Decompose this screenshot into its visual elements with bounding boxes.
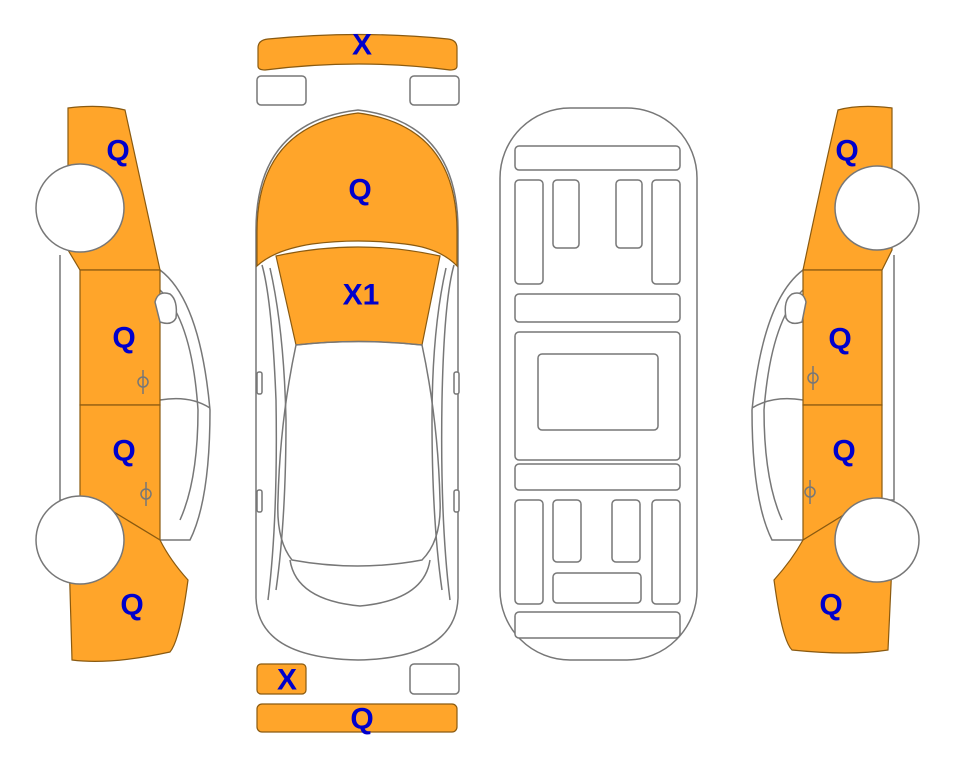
left-side-glass-inner [159, 289, 199, 521]
right-front-door-handle [807, 366, 819, 390]
underside-center-panel [537, 353, 659, 431]
left-mirror-rear [256, 489, 263, 513]
right-mirror [453, 371, 460, 395]
right-inner-line [431, 267, 447, 591]
underside-front-left-inner [552, 179, 580, 249]
underside-front-left-block [514, 179, 544, 285]
underside-front-bar [514, 145, 681, 171]
left-side-glass [159, 269, 211, 541]
front-bumper-panel[interactable] [257, 33, 458, 71]
front-right-light[interactable] [409, 75, 460, 106]
underside-front-right-inner [615, 179, 643, 249]
left-mirror-shape [154, 292, 178, 325]
right-side-window-line [751, 397, 804, 409]
rear-right-light[interactable] [409, 663, 460, 695]
underside-middle-bar [514, 293, 681, 323]
underside-view-car [499, 107, 698, 661]
left-front-door-handle [137, 370, 149, 394]
top-view-car: X Q X1 X Q [255, 29, 460, 736]
left-side-car: Q Q Q Q [35, 105, 211, 662]
rear-bumper-panel[interactable] [256, 703, 458, 733]
left-inner-line [269, 267, 287, 591]
right-front-fender-label: Q [835, 135, 858, 168]
right-mirror-rear [453, 489, 460, 513]
left-pillar-line [261, 264, 278, 601]
left-rear-quarter-label: Q [120, 589, 143, 622]
roof-outline [277, 340, 441, 567]
right-rear-wheel [834, 497, 920, 583]
right-rear-door-label: Q [832, 435, 855, 468]
windshield-label: X1 [343, 279, 380, 312]
hood-label: Q [348, 174, 371, 207]
right-side-glass-inner [763, 289, 804, 521]
underside-rear-bar [514, 463, 681, 491]
left-rear-door-label: Q [112, 435, 135, 468]
underside-rear-left-block [514, 499, 544, 605]
right-rear-door-handle [804, 480, 816, 504]
underside-front-right-block [651, 179, 681, 285]
right-mirror-shape [784, 292, 807, 325]
underside-rear-right-inner [611, 499, 641, 563]
left-rear-wheel [35, 495, 125, 585]
rear-window-line [289, 559, 431, 607]
top-body-outline [255, 109, 459, 661]
underside-rear-middle [552, 572, 642, 604]
left-front-wheel [35, 163, 125, 253]
underside-rear-left-inner [552, 499, 582, 563]
right-rear-quarter-label: Q [819, 589, 842, 622]
rear-left-light-label: X [277, 664, 297, 697]
right-front-door-label: Q [828, 323, 851, 356]
right-side-glass [751, 269, 804, 541]
front-left-light[interactable] [256, 75, 307, 106]
underside-rear-end-bar [514, 611, 681, 639]
left-front-fender-label: Q [106, 135, 129, 168]
right-pillar-line [440, 264, 455, 601]
front-bumper-label: X [352, 29, 372, 62]
hood-panel[interactable] [256, 112, 458, 268]
right-side-car: Q Q Q Q [751, 105, 920, 654]
left-mirror [256, 371, 263, 395]
rear-bumper-label: Q [350, 703, 373, 736]
right-front-wheel [834, 165, 920, 251]
rear-left-light-panel[interactable] [256, 663, 307, 695]
underside-rear-right-block [651, 499, 681, 605]
left-rear-door-handle [140, 482, 152, 506]
left-front-door-label: Q [112, 322, 135, 355]
left-side-window-line [159, 397, 211, 409]
